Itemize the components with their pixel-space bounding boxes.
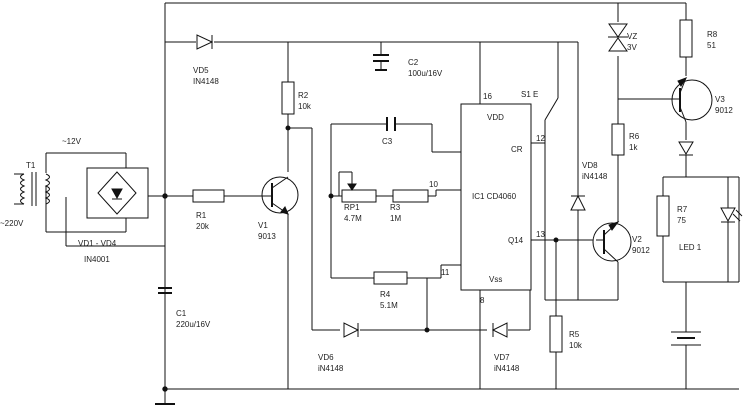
- label-vd8-part: iN4148: [582, 172, 608, 181]
- label-r8: R8: [707, 30, 718, 39]
- diode-vd7: [491, 322, 508, 338]
- wiring: [45, 2, 740, 400]
- label-pin8: 8: [480, 296, 485, 305]
- resistor-r5: [549, 315, 563, 353]
- label-r4-value: 5.1M: [380, 301, 398, 310]
- label-r6: R6: [629, 132, 640, 141]
- label-r7-value: 75: [677, 216, 686, 225]
- label-r3: R3: [390, 203, 401, 212]
- label-pin-vss: Vss: [489, 275, 502, 284]
- label-r7: R7: [677, 205, 688, 214]
- label-vd5: VD5: [193, 66, 209, 75]
- label-vd7-part: iN4148: [494, 364, 520, 373]
- transistor-v1: [261, 176, 299, 215]
- label-r3-value: 1M: [390, 214, 401, 223]
- led-1: [720, 207, 743, 223]
- label-pin-vdd: VDD: [487, 113, 504, 122]
- capacitor-c1: [158, 284, 172, 294]
- label-r8-value: 51: [707, 41, 716, 50]
- diode-v3-output: [678, 141, 694, 156]
- label-c2: C2: [408, 58, 419, 67]
- label-v3-part: 9012: [715, 106, 733, 115]
- capacitor-c3: [386, 117, 396, 131]
- label-rp1-value: 4.7M: [344, 214, 362, 223]
- label-c3: C3: [382, 137, 393, 146]
- label-c2-value: 100u/16V: [408, 69, 443, 78]
- potentiometer-rp1: [341, 172, 377, 203]
- transistor-v2: [592, 221, 632, 263]
- label-r2: R2: [298, 91, 309, 100]
- ground-symbol: [155, 396, 175, 405]
- label-pin13: 13: [536, 230, 545, 239]
- component-labels: T1 ~220V ~12V VD1 - VD4 IN4001 C1 220u/1…: [0, 30, 733, 373]
- label-pin12: 12: [536, 134, 545, 143]
- label-r4: R4: [380, 290, 391, 299]
- label-t1: T1: [26, 161, 36, 170]
- label-rp1: RP1: [344, 203, 360, 212]
- capacitor-c2: [373, 54, 389, 71]
- transformer-t1: [14, 172, 50, 206]
- ic-cd4060: [460, 103, 532, 291]
- battery: [671, 331, 701, 346]
- label-led: LED 1: [679, 243, 702, 252]
- junction-dots: [162, 125, 559, 392]
- label-v1-part: 9013: [258, 232, 276, 241]
- label-pin10: 10: [429, 180, 438, 189]
- zener-vz: [608, 23, 628, 52]
- resistor-r3: [392, 189, 429, 203]
- resistor-r7: [656, 195, 670, 237]
- label-ic: IC1 CD4060: [472, 192, 517, 201]
- label-r1-value: 20k: [196, 222, 210, 231]
- label-pin16: 16: [483, 92, 492, 101]
- label-pin11: 11: [441, 268, 450, 277]
- diode-vd6: [343, 322, 360, 338]
- resistor-r6: [611, 123, 625, 156]
- label-vd8: VD8: [582, 161, 598, 170]
- label-c1-value: 220u/16V: [176, 320, 211, 329]
- bridge-rectifier: [86, 167, 149, 219]
- resistor-r1: [192, 189, 225, 203]
- resistor-r2: [281, 81, 295, 115]
- label-vd6-part: iN4148: [318, 364, 344, 373]
- label-v1: V1: [258, 221, 268, 230]
- label-vd6: VD6: [318, 353, 334, 362]
- label-vd7: VD7: [494, 353, 510, 362]
- label-r6-value: 1k: [629, 143, 638, 152]
- label-bridge: VD1 - VD4: [78, 239, 117, 248]
- label-r2-value: 10k: [298, 102, 312, 111]
- label-r1: R1: [196, 211, 207, 220]
- label-r5-value: 10k: [569, 341, 583, 350]
- label-v2-part: 9012: [632, 246, 650, 255]
- label-bridge-part: IN4001: [84, 255, 110, 264]
- label-vz: VZ: [627, 32, 637, 41]
- label-vz-value: 3V: [627, 43, 637, 52]
- label-s1: S1 E: [521, 90, 538, 99]
- label-r5: R5: [569, 330, 580, 339]
- diode-vd5: [196, 34, 214, 50]
- label-mains: ~220V: [0, 219, 24, 228]
- label-pin-cr: CR: [511, 145, 523, 154]
- label-secondary: ~12V: [62, 137, 82, 146]
- label-vd5-part: IN4148: [193, 77, 219, 86]
- label-c1: C1: [176, 309, 187, 318]
- transistor-v3: [671, 77, 713, 123]
- switch-s1: [544, 97, 559, 121]
- resistor-r4: [373, 271, 408, 285]
- label-v3: V3: [715, 95, 725, 104]
- label-v2: V2: [632, 235, 642, 244]
- resistor-r8: [679, 19, 693, 58]
- diode-vd8: [570, 194, 586, 211]
- label-pin-q14: Q14: [508, 236, 524, 245]
